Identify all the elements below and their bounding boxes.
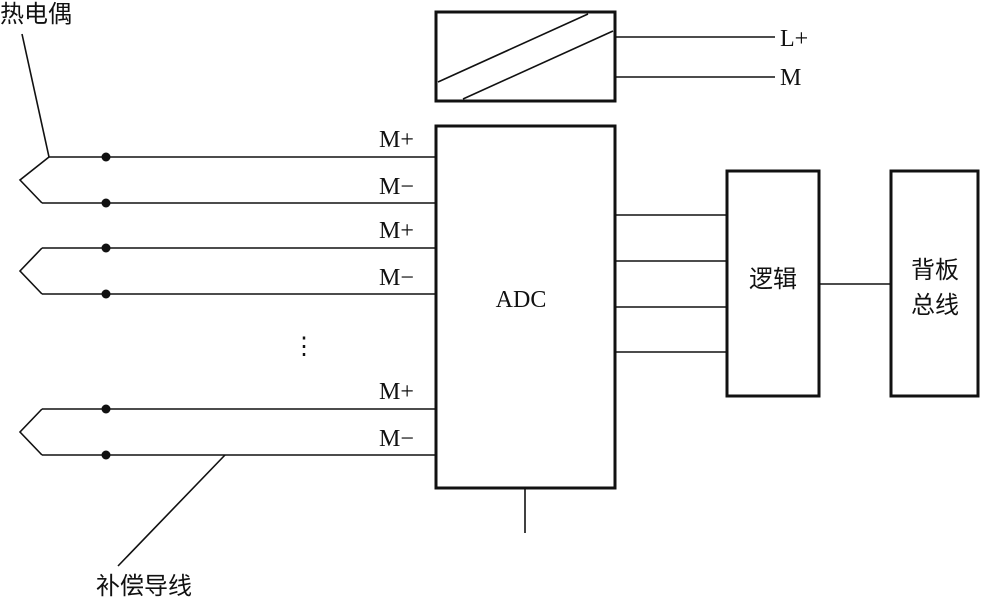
logic-label: 逻辑 [749, 265, 797, 293]
thermocouple-channel-n: M+ M− [18, 379, 436, 460]
channel-n-positive-node [101, 404, 111, 414]
compensation-wire-label: 补偿导线 [96, 572, 192, 600]
channel-1-negative-node [101, 198, 111, 208]
logic-block: 逻辑 [725, 169, 821, 398]
thermocouple-channel-1: M+ M− [18, 127, 436, 208]
channel-1-m-minus-label: M− [379, 174, 414, 200]
adc-logic-bus [615, 214, 727, 353]
backplane-label-line1: 背板 [911, 256, 959, 284]
power-supply-box [434, 10, 617, 103]
channel-2-positive-node [101, 243, 111, 253]
power-supply: L+ M [434, 10, 808, 103]
thermocouple-junction-2 [18, 247, 43, 295]
thermocouple-junction-1 [18, 156, 50, 204]
thermocouple-callout: 热电偶 [0, 0, 72, 158]
compensation-wire-callout: 补偿导线 [96, 454, 226, 600]
power-supply-diagonal-1 [437, 13, 589, 83]
channel-ellipsis: ⋮ [292, 334, 316, 360]
l-plus-label: L+ [780, 26, 808, 52]
channel-2-negative-node [101, 289, 111, 299]
channel-2-m-plus-label: M+ [379, 218, 414, 244]
adc-block: ADC [434, 124, 617, 533]
channel-n-m-plus-label: M+ [379, 379, 414, 405]
thermocouple-leader-line [21, 33, 50, 158]
adc-label: ADC [496, 287, 547, 313]
thermocouple-label: 热电偶 [0, 0, 72, 28]
channel-1-positive-node [101, 152, 111, 162]
channel-1-m-plus-label: M+ [379, 127, 414, 153]
thermocouple-junction-n [18, 408, 43, 456]
compensation-wire-leader-line [117, 454, 226, 567]
thermocouple-channel-2: M+ M− [18, 218, 436, 299]
m-label: M [780, 65, 801, 91]
channel-n-negative-node [101, 450, 111, 460]
channel-2-m-minus-label: M− [379, 265, 414, 291]
channel-n-m-minus-label: M− [379, 426, 414, 452]
backplane-label-line2: 总线 [911, 291, 959, 319]
power-supply-diagonal-2 [462, 30, 614, 100]
backplane-block: 背板 总线 [889, 169, 980, 398]
backplane-box [889, 169, 980, 398]
logic-box [725, 169, 821, 398]
adc-box [434, 124, 617, 490]
